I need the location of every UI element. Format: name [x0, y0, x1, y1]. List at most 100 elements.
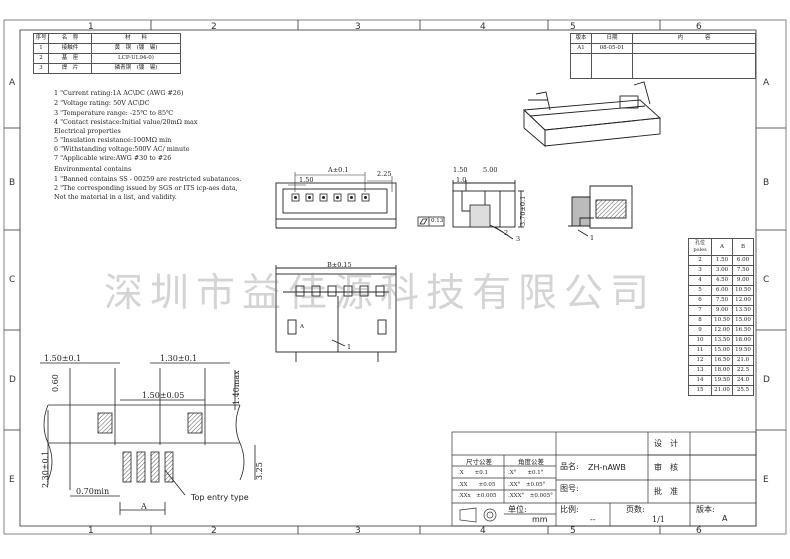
unit-label: 单位:	[508, 505, 527, 514]
pole-cell: 10	[688, 335, 712, 346]
materials-cell: 2	[33, 53, 49, 64]
note-line: 1 "Banned contains SS - 00259 are restri…	[54, 175, 242, 183]
materials-header-material: 材 料	[91, 33, 181, 44]
zone-col-1-bottom: 1	[88, 526, 94, 536]
version-label: 版本:	[696, 505, 715, 514]
revision-header-content: 内 容	[632, 33, 756, 44]
dim-b-tol: B±0.15	[327, 261, 352, 269]
pole-cell: 7.50	[711, 295, 733, 306]
callout-1-section: 1	[590, 234, 595, 242]
pole-cell: 5	[688, 285, 712, 296]
dim-1-0: 1.0	[456, 176, 467, 184]
zone-row-e: E	[9, 475, 15, 485]
scale-label: 比例:	[560, 505, 579, 514]
pole-cell: 13	[688, 365, 712, 376]
revision-cell: A1	[570, 43, 592, 54]
dim-1-50-side: 1.50	[453, 166, 468, 174]
pole-cell: 7.50	[732, 265, 754, 276]
zone-col-2: 2	[211, 22, 217, 32]
materials-header-name: 名 称	[48, 33, 92, 44]
pole-cell: 16.50	[711, 355, 733, 366]
pole-cell: 13.50	[711, 335, 733, 346]
note-line: Environmental contains	[54, 165, 132, 173]
dim-5-00: 5.00	[483, 166, 498, 174]
zone-col-4-bottom: 4	[480, 526, 486, 536]
materials-cell: 磷青铜 (镀 锡)	[91, 63, 181, 74]
review-label: 审 核	[654, 463, 678, 472]
revision-cell	[632, 43, 756, 54]
pole-cell: 6.00	[732, 255, 754, 266]
materials-cell: LCP-UL94-0)	[91, 53, 181, 64]
pcb-dim-2-30: 2.30±0.1	[41, 450, 50, 488]
zone-col-2-bottom: 2	[211, 526, 217, 536]
pole-cell: 15.00	[711, 345, 733, 356]
pole-cell: 10.50	[732, 285, 754, 296]
zone-col-1: 1	[88, 22, 94, 32]
zone-col-5-bottom: 5	[570, 526, 576, 536]
pole-cell: 9	[688, 325, 712, 336]
dim-2-25: 2.25	[377, 170, 392, 178]
revision-cell: 08-05-01	[591, 43, 633, 54]
pole-cell: 11	[688, 345, 712, 356]
zone-col-6: 6	[696, 22, 702, 32]
materials-cell: 3	[33, 63, 49, 74]
tol-angle-3: .XXX° ±0.005°	[508, 493, 553, 499]
callout-2: 2	[504, 229, 509, 237]
revision-header-row: 版本 日期 内 容	[570, 33, 756, 44]
materials-cell: 焊 片	[48, 63, 92, 74]
pole-cell: 7	[688, 305, 712, 316]
pole-cell: 21.00	[711, 385, 733, 396]
pole-cell: 13.50	[732, 305, 754, 316]
tol-angle-1: .X° ±0.1°	[508, 470, 544, 476]
scale-value: --	[590, 515, 596, 524]
revision-header-version: 版本	[570, 33, 592, 44]
note-line: 7 "Applicable wire:AWG #30 to #26	[54, 154, 172, 162]
pages-label: 页数:	[626, 505, 645, 514]
zone-col-3-bottom: 3	[355, 526, 361, 536]
pcb-dim-3-25: 3.25	[255, 462, 264, 480]
version-value: A	[722, 514, 728, 523]
pole-cell: 19.50	[711, 375, 733, 386]
pole-cell: 18.00	[711, 365, 733, 376]
zone-row-a: A	[9, 78, 16, 88]
pole-cell: 21.0	[732, 355, 754, 366]
pole-cell: 4	[688, 275, 712, 286]
tol-angle-header: 角度公差	[518, 458, 544, 466]
zone-row-c: C	[9, 275, 16, 285]
table-row: 3 焊 片 磷青铜 (镀 锡)	[33, 63, 181, 74]
dim-1-50-top: 1.50	[299, 176, 314, 184]
zone-row-d-right: D	[763, 375, 770, 385]
pole-cell: 16.50	[732, 325, 754, 336]
pole-cell: 24.0	[732, 375, 754, 386]
table-row: 1 接触件 黄 铜 (镀 锡)	[33, 43, 181, 54]
tol-angle-2: .XX° ±0.05°	[508, 482, 546, 488]
tol-size-3: .XXx ±0.005	[458, 493, 497, 499]
pole-cell: 3	[688, 265, 712, 276]
pole-cell: 4.50	[711, 275, 733, 286]
pcb-dim-0-60: 0.60	[51, 374, 60, 392]
pcb-dim-1-50: 1.50±0.1	[44, 354, 82, 363]
revision-table: 版本 日期 内 容 A1 08-05-01	[570, 33, 756, 79]
pole-cell: 22.5	[732, 365, 754, 376]
pole-header-a: A	[711, 238, 733, 256]
pole-cell: 9.00	[732, 275, 754, 286]
revision-header-date: 日期	[591, 33, 633, 44]
materials-cell: 基 座	[48, 53, 92, 64]
note-line: Not the material in a list, and validity…	[54, 193, 177, 201]
pole-cell: 6	[688, 295, 712, 306]
pcb-dim-1-40max: 1.40max	[232, 370, 241, 405]
pole-cell: 15.00	[732, 315, 754, 326]
pole-cell: 6.00	[711, 285, 733, 296]
note-line: 6 "Withstanding voltage:500V AC/ minute	[54, 145, 190, 153]
note-line: 3 "Temperature range: -25℃ to 85℃	[54, 109, 174, 117]
callout-1: 1	[347, 343, 352, 351]
pole-header-b: B	[732, 238, 754, 256]
zone-col-6-bottom: 6	[696, 526, 702, 536]
pcb-dim-a: A	[141, 502, 147, 511]
